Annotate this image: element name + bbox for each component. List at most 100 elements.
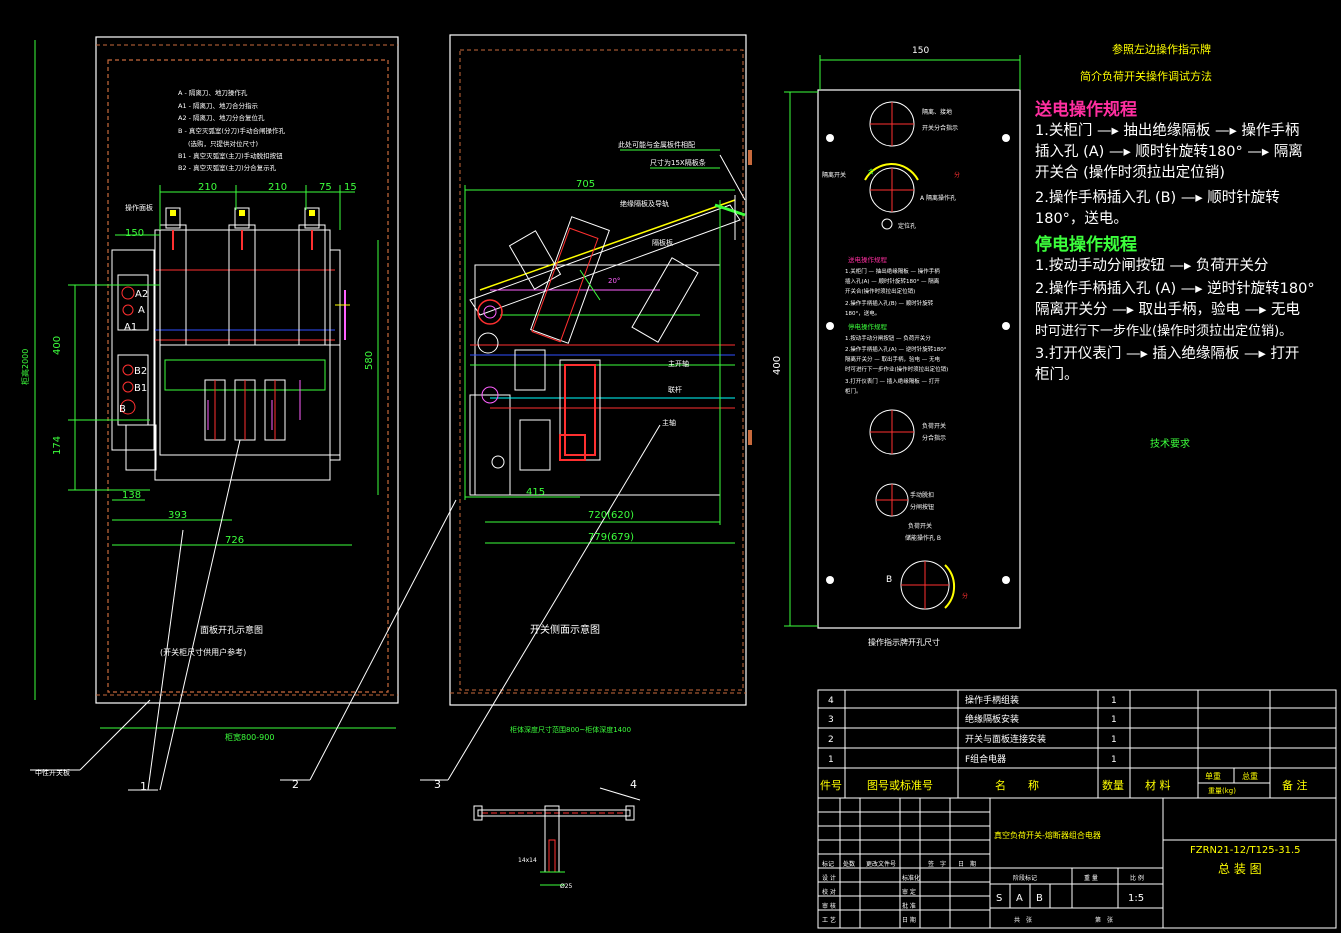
svg-text:总重: 总重 <box>1242 771 1258 781</box>
svg-text:(选购，只提供对位尺寸): (选购，只提供对位尺寸) <box>188 139 258 148</box>
svg-text:主轴: 主轴 <box>662 418 676 427</box>
svg-text:705: 705 <box>576 179 595 190</box>
svg-text:隔离开关: 隔离开关 <box>822 171 846 179</box>
svg-text:柜宽800-900: 柜宽800-900 <box>225 732 274 742</box>
hole-a2-label: A2 <box>135 289 148 300</box>
power-off-procedure: 停电操作规程 1.按动手动分闸按钮 —▸ 负荷开关分 2.操作手柄插入孔 (A)… <box>1035 235 1335 386</box>
svg-text:A2 - 隔离刀、地刀分合复位孔: A2 - 隔离刀、地刀分合复位孔 <box>178 113 265 122</box>
front-view-note: (开关柜尺寸供用户参考) <box>160 647 246 657</box>
svg-text:工 艺: 工 艺 <box>822 916 836 924</box>
svg-text:分: 分 <box>954 171 960 179</box>
svg-text:隔离、接地: 隔离、接地 <box>922 108 952 116</box>
bom-row-qty: 1 <box>1111 696 1117 706</box>
svg-text:开关分合指示: 开关分合指示 <box>922 124 958 132</box>
front-legend: A - 隔离刀、地刀操作孔 A1 - 隔离刀、地刀合分指示 A2 - 隔离刀、地… <box>178 88 286 172</box>
side-labels: 此处可能与金属板件相配 尺寸为15X隔板条 绝缘隔板及导轨 隔板板 20° 主开… <box>510 140 706 734</box>
plate-width: 150 <box>912 46 929 56</box>
svg-text:隔板板: 隔板板 <box>652 238 673 247</box>
model-number: FZRN21-12/T125-31.5 <box>1190 845 1301 856</box>
svg-text:75: 75 <box>319 182 332 193</box>
hole-b2-label: B2 <box>134 366 147 377</box>
svg-text:更改文件号: 更改文件号 <box>866 860 896 868</box>
tech-requirements: 技术要求 <box>1150 437 1190 450</box>
svg-text:审 核: 审 核 <box>822 902 836 910</box>
scale-value: 1:5 <box>1128 893 1144 904</box>
bom-row-name: 开关与面板连接安装 <box>965 733 1046 745</box>
power-on-procedure: 送电操作规程 1.关柜门 —▸ 抽出绝缘隔板 —▸ 操作手柄 插入孔 (A) —… <box>1035 100 1335 230</box>
svg-text:处数: 处数 <box>843 860 855 868</box>
svg-text:开关合(操作时须拉出定位销): 开关合(操作时须拉出定位销) <box>845 287 915 295</box>
svg-text:分闸按钮: 分闸按钮 <box>910 503 934 511</box>
procedure-line: 2.操作手柄插入孔 (A) —▸ 逆时针旋转180° <box>1035 281 1315 297</box>
callout-3: 3 <box>434 778 441 791</box>
procedure-line: 隔离开关分 —▸ 取出手柄，验电 —▸ 无电 <box>1035 302 1300 318</box>
svg-text:174: 174 <box>52 436 63 455</box>
svg-text:1.关柜门 — 抽出绝缘隔板 — 操作手柄: 1.关柜门 — 抽出绝缘隔板 — 操作手柄 <box>845 267 940 275</box>
svg-text:779(679): 779(679) <box>588 532 634 543</box>
svg-text:分合指示: 分合指示 <box>922 434 946 442</box>
svg-text:726: 726 <box>225 535 244 546</box>
svg-text:15: 15 <box>344 182 357 193</box>
bom-row-no: 2 <box>828 735 834 745</box>
bom-row-qty: 1 <box>1111 715 1117 725</box>
svg-text:批 准: 批 准 <box>902 902 916 910</box>
svg-text:负荷开关: 负荷开关 <box>908 522 932 530</box>
svg-text:联杆: 联杆 <box>668 385 682 394</box>
indicator-plate: 150 隔离、接地 开关分合指示 隔离开关 合 分 A 隔离操作孔 <box>784 46 1021 647</box>
svg-text:比 例: 比 例 <box>1130 874 1144 882</box>
procedure-line: 柜门。 <box>1035 367 1079 383</box>
svg-text:柜高2000: 柜高2000 <box>20 349 30 385</box>
side-view: 此处可能与金属板件相配 尺寸为15X隔板条 绝缘隔板及导轨 隔板板 20° 主开… <box>280 34 783 781</box>
svg-text:B - 真空灭弧室(分刀)手动合闸操作孔: B - 真空灭弧室(分刀)手动合闸操作孔 <box>178 126 286 135</box>
svg-text:手动脱扣: 手动脱扣 <box>910 491 934 499</box>
hole-a-label: A <box>138 305 145 316</box>
right-head-2: 简介负荷开关操作调试方法 <box>1080 69 1212 83</box>
svg-text:3.打开仪表门 — 插入绝缘隔板 — 打开: 3.打开仪表门 — 插入绝缘隔板 — 打开 <box>845 377 940 385</box>
svg-text:停电操作规程: 停电操作规程 <box>848 322 888 331</box>
svg-text:150: 150 <box>125 228 144 239</box>
procedure-line: 180°，送电。 <box>1035 211 1128 227</box>
ground-bus-label: 中性开关板 <box>35 768 70 777</box>
svg-text:2.操作手柄插入孔(B) — 顺时针旋转: 2.操作手柄插入孔(B) — 顺时针旋转 <box>845 299 934 307</box>
stage-s: S <box>996 893 1002 904</box>
svg-text:名 称: 名 称 <box>995 778 1039 792</box>
svg-text:柜门。: 柜门。 <box>845 387 862 395</box>
bom-row-no: 4 <box>828 696 834 706</box>
front-dimension-labels: 210 210 75 15 150 400 174 580 138 393 72… <box>20 182 375 742</box>
stage-b: B <box>1036 893 1043 904</box>
svg-text:2.操作手柄插入孔(A) — 逆时针旋转180°: 2.操作手柄插入孔(A) — 逆时针旋转180° <box>845 345 947 353</box>
svg-text:储能操作孔 B: 储能操作孔 B <box>905 534 941 542</box>
svg-text:分: 分 <box>962 592 968 600</box>
side-dimension-labels: 705 415 720(620) 779(679) 400 <box>526 179 783 543</box>
procedure-line: 插入孔 (A) —▸ 顺时针旋转180° —▸ 隔离 <box>1035 144 1303 160</box>
svg-text:138: 138 <box>122 490 141 501</box>
handle-dim2: Ø25 <box>560 883 573 890</box>
bom-row-qty: 1 <box>1111 735 1117 745</box>
bom-row-name: F组合电器 <box>965 753 1006 765</box>
svg-text:设 计: 设 计 <box>822 874 836 882</box>
svg-text:送电操作规程: 送电操作规程 <box>848 255 888 264</box>
svg-text:标准化: 标准化 <box>902 874 920 882</box>
svg-text:尺寸为15X隔板条: 尺寸为15X隔板条 <box>650 158 706 167</box>
front-panel-view: 210 210 75 15 150 400 174 580 138 393 72… <box>20 36 399 791</box>
power-off-title: 停电操作规程 <box>1035 235 1137 255</box>
svg-text:B1 - 真空灭弧室(主刀)手动脱扣按钮: B1 - 真空灭弧室(主刀)手动脱扣按钮 <box>178 151 283 160</box>
svg-text:定位孔: 定位孔 <box>898 222 916 230</box>
handle-dim1: 14x14 <box>518 857 537 864</box>
hole-b-label: B <box>119 404 126 415</box>
drawing-title: 总 装 图 <box>1218 862 1262 876</box>
procedure-line: 1.关柜门 —▸ 抽出绝缘隔板 —▸ 操作手柄 <box>1035 123 1300 139</box>
svg-text:580: 580 <box>364 351 375 370</box>
svg-text:材 料: 材 料 <box>1145 778 1171 792</box>
svg-text:单重: 单重 <box>1205 771 1221 781</box>
svg-text:件号: 件号 <box>820 779 842 792</box>
procedure-line: 1.按动手动分闸按钮 —▸ 负荷开关分 <box>1035 258 1269 274</box>
svg-text:B2 - 真空灭弧室(主刀)分合复示孔: B2 - 真空灭弧室(主刀)分合复示孔 <box>178 163 277 172</box>
svg-text:主开轴: 主开轴 <box>668 359 689 368</box>
right-head-1: 参照左边操作指示牌 <box>1112 42 1211 56</box>
svg-text:重量(kg): 重量(kg) <box>1208 787 1236 795</box>
svg-text:日 期: 日 期 <box>902 916 916 924</box>
plate-caption: 操作指示牌开孔尺寸 <box>868 637 940 647</box>
svg-text:时可进行下一步作业(操作时须拉出定位销): 时可进行下一步作业(操作时须拉出定位销) <box>845 365 948 373</box>
